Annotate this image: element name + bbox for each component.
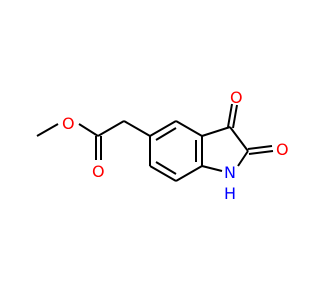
molecule-canvas: O O O O N H	[36, 88, 289, 203]
bond-ring-c4-c3a	[175, 120, 203, 137]
bond-ring-inner-3	[155, 161, 177, 175]
bond-ketone-double-1	[227, 103, 233, 128]
bond-ring-c7-c6	[149, 165, 177, 182]
bond-carbonyl-ch2	[97, 120, 125, 137]
bond-ring-c5-c4	[149, 120, 177, 137]
bond-ketone-double-2	[232, 104, 238, 129]
ester-oxygen-label: O	[62, 114, 75, 133]
ester-carbonyl-oxygen-label: O	[92, 162, 105, 181]
bond-o-carbonyl	[78, 123, 99, 137]
bond-c3-c2	[229, 126, 249, 152]
bond-ring-inner-1	[155, 127, 177, 141]
bond-amide-double-2	[248, 150, 274, 155]
bond-amide-double-1	[247, 145, 273, 150]
ketone-oxygen-label: O	[230, 88, 243, 107]
nitrogen-label: N	[224, 163, 236, 182]
bond-ring-c7a-c7	[175, 165, 203, 182]
bond-c3a-c3	[201, 126, 231, 137]
hydrogen-label: H	[224, 184, 236, 203]
bond-ch2-ring	[123, 120, 151, 137]
molecule-structure: O O O O N H	[36, 88, 289, 203]
bond-c2-n	[237, 150, 249, 167]
amide-oxygen-label: O	[276, 140, 289, 159]
bond-n-c7a	[201, 165, 223, 172]
bond-methyl-o	[36, 123, 59, 137]
